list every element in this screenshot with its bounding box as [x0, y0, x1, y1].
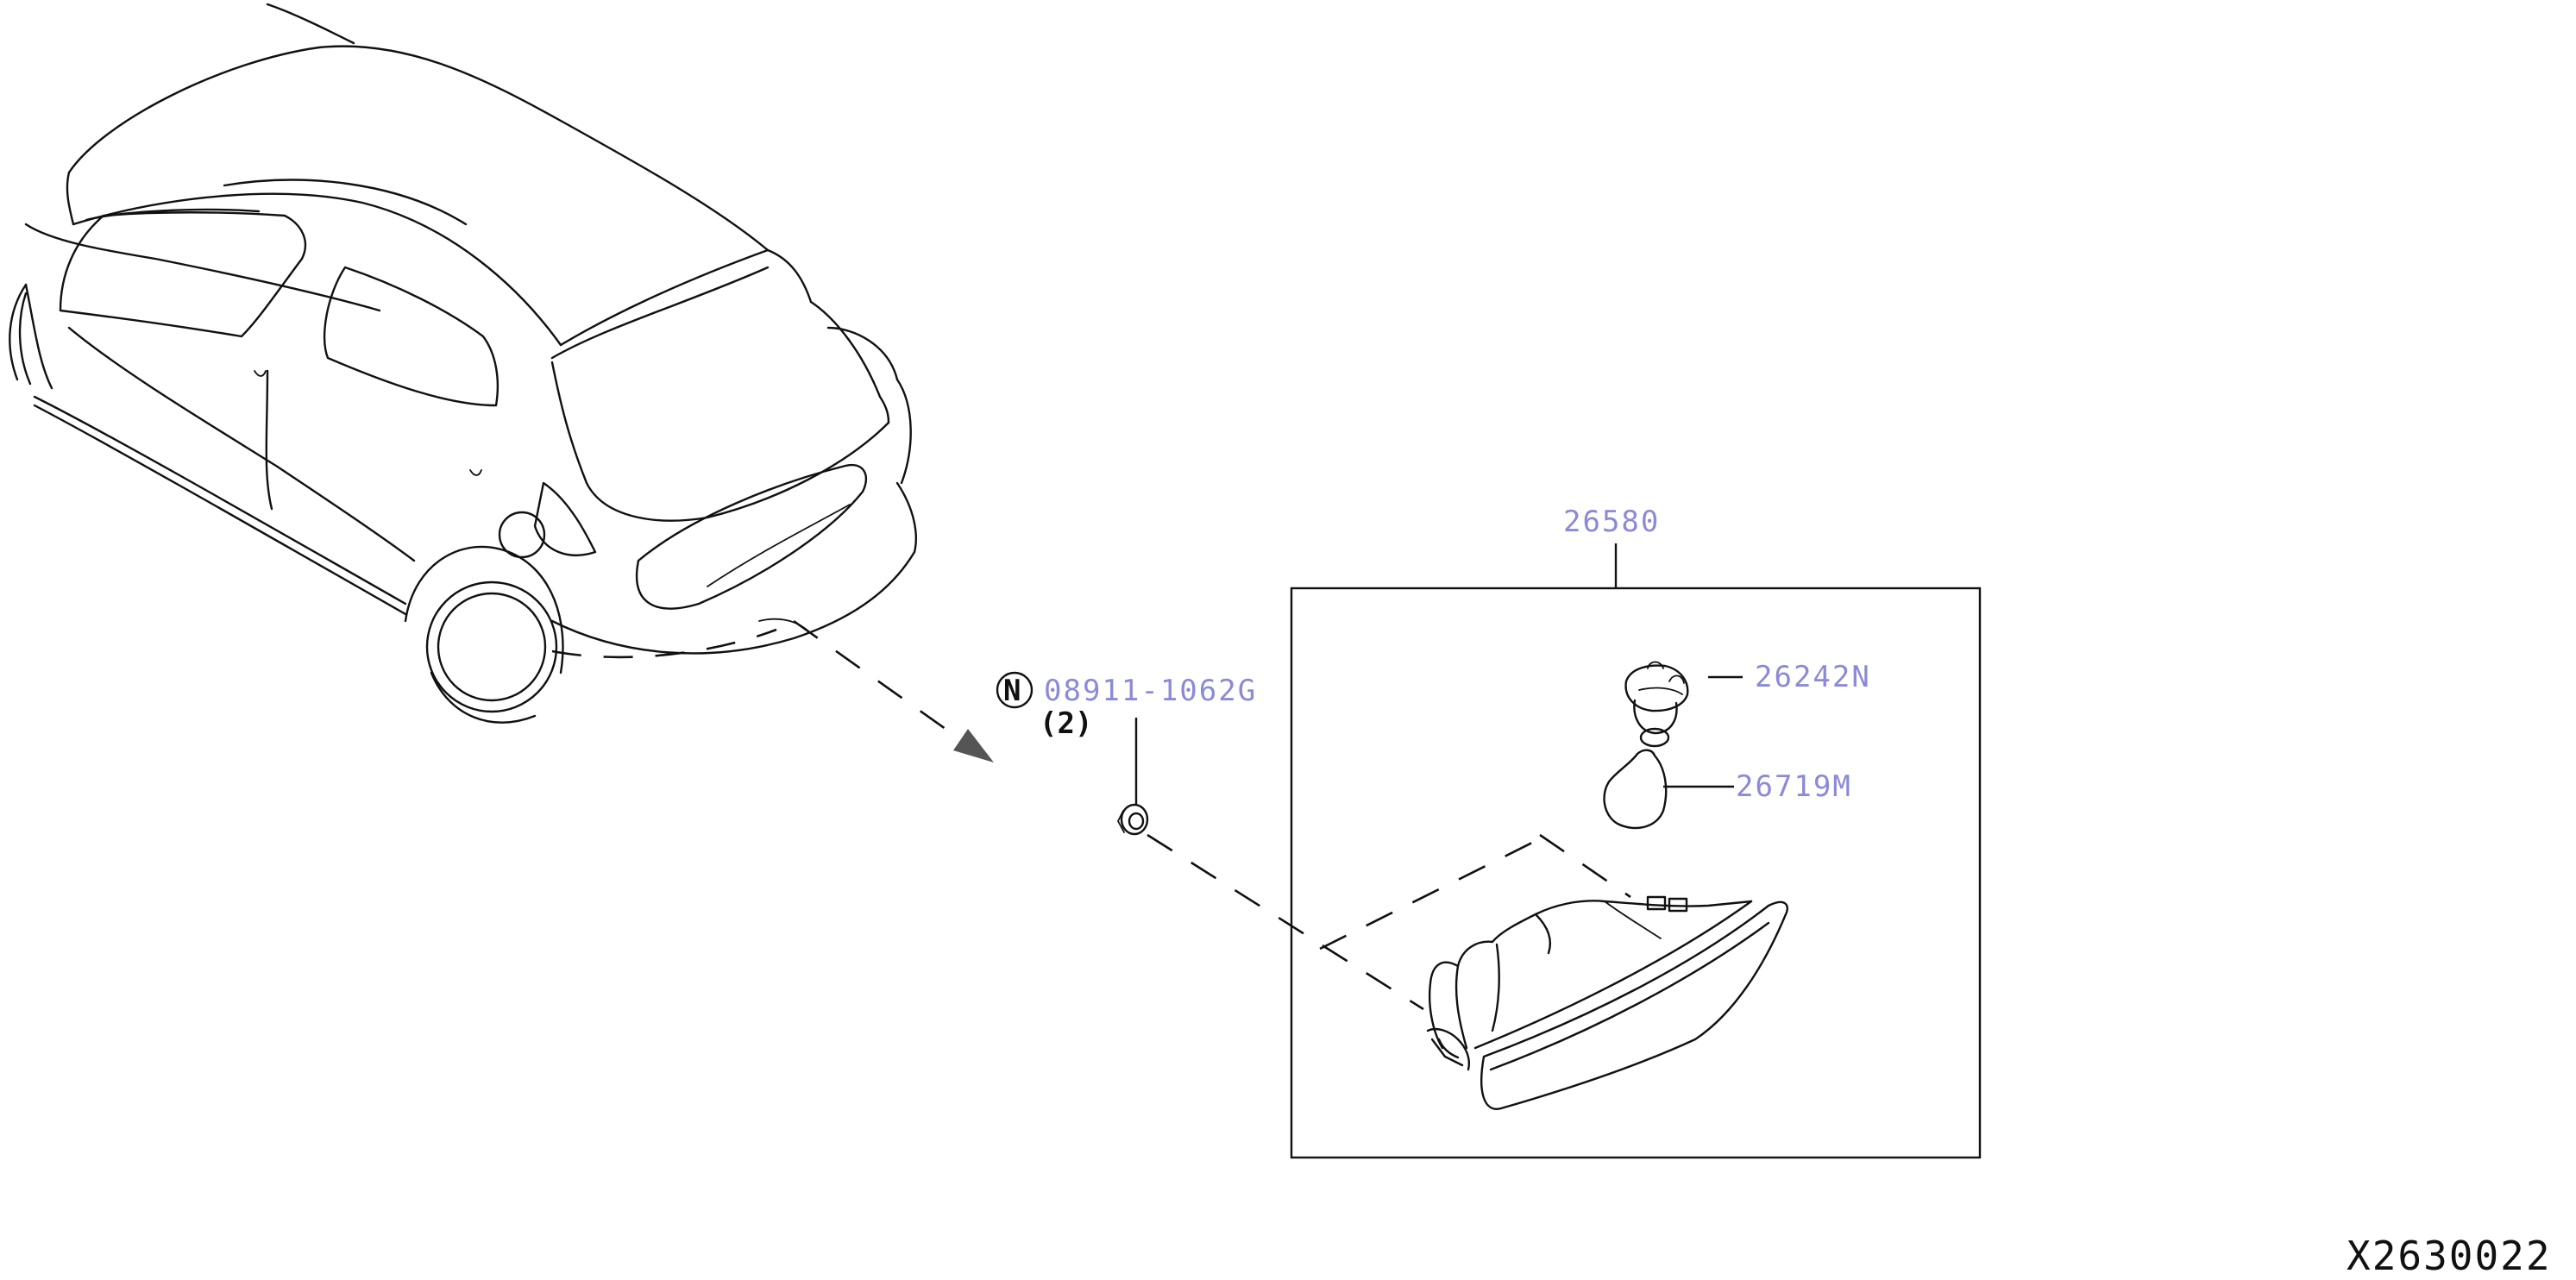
callout-26242N: 26242N [1755, 660, 1871, 694]
callout-26719M: 26719M [1736, 769, 1852, 804]
guide-dash-left [1319, 835, 1545, 951]
assembly-box [1290, 587, 1982, 1159]
new-part-marker-circle [996, 671, 1034, 709]
callout-08911-1062G: 08911-1062G [1044, 674, 1257, 708]
document-id: X2630022 [2347, 1233, 2552, 1279]
car-illustration [9, 3, 917, 724]
quantity-label: (2) [1040, 706, 1092, 741]
nut-to-lamp-leader [1147, 833, 1424, 1011]
bulb-part [1603, 749, 1668, 830]
car-to-part-leader [793, 619, 958, 739]
guide-dash-right [1539, 833, 1631, 899]
car-reference-dash [551, 628, 777, 659]
new-part-marker: N [1003, 674, 1021, 708]
callout-26580: 26580 [1563, 505, 1660, 539]
nut-part [1117, 803, 1149, 836]
rear-fog-lamp [1426, 895, 1788, 1110]
direction-arrow [953, 729, 994, 762]
socket-part [1624, 661, 1689, 748]
